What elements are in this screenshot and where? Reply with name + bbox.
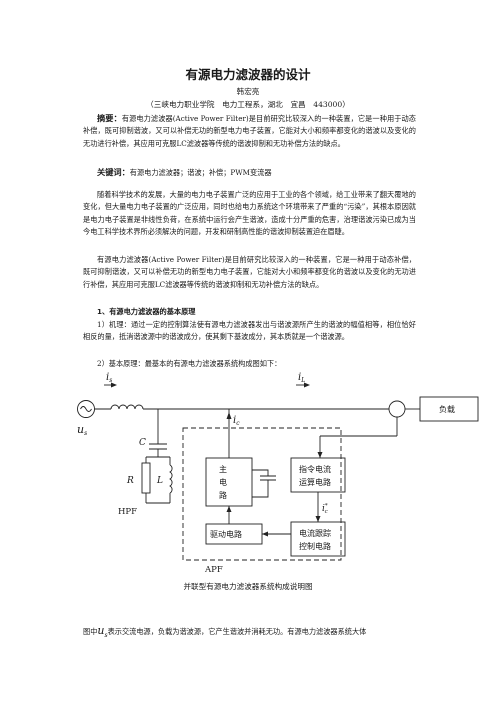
drive-circuit-box — [205, 523, 263, 545]
command-input-arrow — [317, 452, 323, 458]
il-label: iL — [298, 372, 305, 384]
tracking-control-label-1: 电流跟踪 — [299, 528, 331, 538]
ic-arrow — [226, 412, 232, 419]
principle-point-1: 1）机理：通过一定的控制算法使有源电力滤波器发出与谐波源所产生的谐波的幅值相等，… — [83, 320, 416, 342]
us-label: us — [77, 423, 87, 437]
us-inline-var: us — [97, 624, 108, 640]
hpf-label: HPF — [118, 507, 137, 517]
abstract-label: 摘要： — [97, 113, 122, 123]
drive-circuit-label: 驱动电路 — [210, 529, 242, 539]
command-calc-label-1: 指令电流 — [299, 464, 331, 474]
il-arrow — [304, 382, 310, 388]
apf-boundary — [182, 427, 342, 561]
control-to-drive-arrow — [262, 531, 268, 537]
r-label: R — [126, 476, 134, 486]
bottom-paragraph: 图中us表示交流电源，负载为谐波源，它产生谐波并消耗无功。有源电力滤波器系统大体 — [83, 624, 416, 643]
current-sensor — [388, 400, 406, 418]
main-circuit-label-3: 路 — [219, 490, 227, 500]
author: 韩宏亮 — [236, 87, 260, 96]
abstract-text: 有源电力滤波器(Active Power Filter)是目前研究比较深入的一种… — [83, 114, 416, 148]
keywords-label: 关键词： — [97, 167, 130, 177]
drive-to-main-arrow — [226, 506, 232, 512]
tracking-control-label-2: 控制电路 — [299, 541, 331, 551]
l-label: L — [156, 476, 163, 486]
is-label: is — [106, 372, 112, 384]
tracking-control-box — [290, 521, 346, 557]
ic-star-label: i*c — [322, 503, 328, 515]
intro-paragraph-1: 随着科学技术的发展，大量的电力电子装置广泛的应用于工业的各个领域，给工业带来了翻… — [83, 190, 416, 237]
paper-title: 有源电力滤波器的设计 — [185, 67, 311, 82]
section-heading: 1、有源电力滤波器的基本原理 — [97, 307, 196, 316]
main-circuit-label-1: 主 — [219, 464, 227, 474]
figure-caption: 并联型有源电力滤波器系统构成说明图 — [183, 582, 313, 591]
keywords: 关键词：有源电力滤波器；谐波；补偿；PWM变流器 — [83, 166, 416, 179]
main-circuit-box — [205, 457, 253, 507]
hpf-resistor — [141, 462, 151, 494]
command-calc-label-2: 运算电路 — [299, 477, 331, 487]
bottom-suffix: 表示交流电源，负载为谐波源，它产生谐波并消耗无功。有源电力滤波器系统大体 — [107, 627, 367, 636]
load-box — [419, 396, 479, 422]
abstract: 摘要：有源电力滤波器(Active Power Filter)是目前研究比较深入… — [83, 112, 416, 150]
bottom-prefix: 图中 — [83, 627, 98, 636]
is-arrow — [111, 382, 117, 388]
intro-paragraph-2: 有源电力滤波器(Active Power Filter)是目前研究比较深入的一种… — [83, 255, 416, 289]
dc-capacitor-wire — [252, 469, 276, 498]
ac-source-wave — [80, 406, 92, 412]
ic-label: ic — [233, 415, 240, 427]
main-circuit-label-2: 电 — [219, 477, 227, 487]
keywords-text: 有源电力滤波器；谐波；补偿；PWM变流器 — [129, 168, 272, 177]
principle-point-2: 2）基本原理：最基本的有源电力滤波器系统构成图如下： — [97, 359, 282, 368]
c-label: C — [139, 438, 146, 448]
apf-label: APF — [204, 565, 223, 575]
line-inductor — [110, 404, 144, 410]
load-label: 负载 — [439, 404, 455, 414]
ic-star-arrow — [315, 516, 321, 522]
hpf-inductor — [169, 464, 173, 494]
affiliation: （三峡电力职业学院 电力工程系，湖北 宜昌 443000） — [146, 100, 350, 109]
